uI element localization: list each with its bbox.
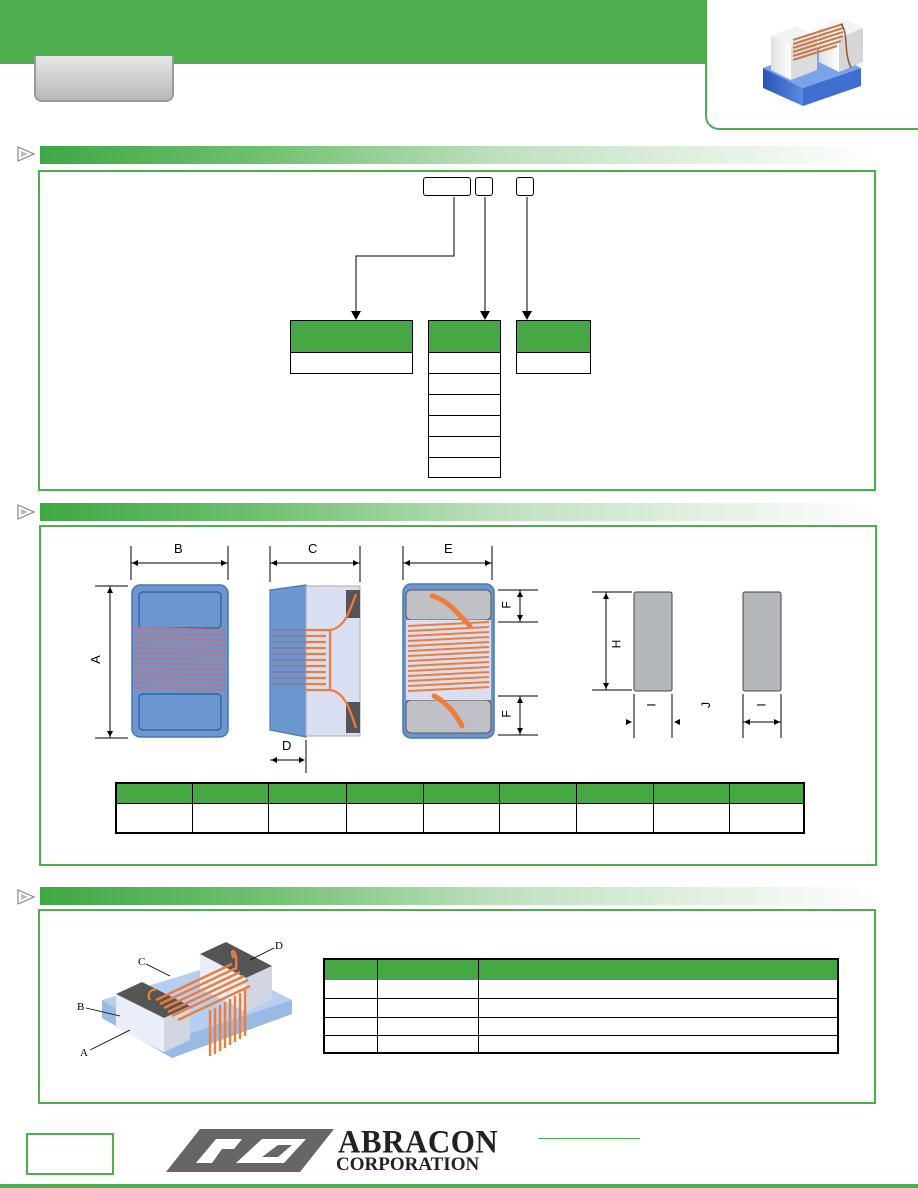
table-column-divider bbox=[192, 784, 193, 832]
part-numbering-section-bar bbox=[40, 146, 876, 164]
tolerance-table-cell bbox=[428, 373, 501, 395]
pn-packaging-code-box bbox=[516, 177, 534, 196]
dim-label-a: A bbox=[87, 655, 103, 664]
pn-tolerance-code-box bbox=[475, 177, 493, 196]
pn-series-code-box bbox=[423, 177, 471, 196]
tolerance-table-cell bbox=[428, 415, 501, 437]
table-column-divider bbox=[576, 784, 577, 832]
tolerance-table-cell bbox=[428, 394, 501, 416]
part-number-connector-arrows bbox=[351, 197, 532, 320]
triangle-arrow-icon bbox=[17, 504, 36, 520]
tolerance-table-cell bbox=[428, 457, 501, 478]
abracon-logo-mark bbox=[166, 1129, 334, 1172]
tolerance-table-cell bbox=[428, 436, 501, 458]
front-view-drawing bbox=[95, 546, 229, 739]
materials-table-header bbox=[325, 960, 837, 980]
dim-label-h: H bbox=[609, 639, 624, 649]
dimension-drawings bbox=[95, 546, 782, 773]
dimensions-table bbox=[115, 782, 805, 834]
dim-label-i-left: I bbox=[644, 703, 659, 707]
dim-label-j: J bbox=[699, 702, 713, 708]
construction-panel bbox=[38, 909, 876, 1104]
construction-section-bar bbox=[40, 887, 876, 905]
website-link[interactable] bbox=[538, 1138, 640, 1139]
table-column-divider bbox=[268, 784, 269, 832]
dimensions-section-bar bbox=[40, 503, 876, 521]
top-banner bbox=[0, 0, 706, 64]
side-view-drawing bbox=[269, 546, 361, 773]
footer-rule bbox=[0, 1184, 918, 1188]
materials-table bbox=[323, 958, 839, 1054]
dim-label-f-bottom: F bbox=[499, 710, 514, 718]
tolerance-table-header bbox=[428, 320, 501, 353]
land-pattern-drawing bbox=[592, 591, 782, 738]
table-row-divider bbox=[325, 998, 837, 999]
dim-label-d: D bbox=[282, 738, 292, 753]
construction-exploded-drawing bbox=[85, 942, 292, 1058]
page-number-box bbox=[26, 1133, 114, 1175]
dim-label-e: E bbox=[444, 541, 453, 556]
dim-label-i-right: I bbox=[754, 703, 769, 707]
series-table-header bbox=[290, 320, 413, 353]
table-column-divider bbox=[346, 784, 347, 832]
product-photo-frame bbox=[705, 0, 918, 130]
table-column-divider bbox=[499, 784, 500, 832]
construction-label-c: C bbox=[138, 956, 146, 968]
wire-wound-chip-inductor-photo bbox=[763, 18, 863, 106]
dimensions-table-header bbox=[117, 784, 803, 804]
table-column-divider bbox=[729, 784, 730, 832]
packaging-table-cell bbox=[516, 352, 591, 374]
logo-subtitle: CORPORATION bbox=[336, 1154, 480, 1175]
packaging-table-header bbox=[516, 320, 591, 353]
table-column-divider bbox=[423, 784, 424, 832]
triangle-arrow-icon bbox=[17, 889, 36, 905]
table-column-divider bbox=[478, 960, 479, 1052]
construction-label-b: B bbox=[77, 1001, 85, 1013]
table-column-divider bbox=[377, 960, 378, 1052]
construction-label-d: D bbox=[275, 940, 283, 952]
series-tab bbox=[34, 56, 174, 102]
tolerance-table-cell bbox=[428, 352, 501, 374]
dim-label-c: C bbox=[308, 541, 318, 556]
construction-label-a: A bbox=[80, 1047, 88, 1059]
table-row-divider bbox=[325, 1017, 837, 1018]
logo-wordmark: ABRACON bbox=[338, 1123, 499, 1160]
triangle-arrow-icon bbox=[17, 146, 36, 162]
table-row-divider bbox=[325, 1035, 837, 1036]
series-table-cell bbox=[290, 352, 413, 374]
table-column-divider bbox=[653, 784, 654, 832]
dim-label-b: B bbox=[174, 541, 183, 556]
dim-label-f-top: F bbox=[499, 601, 514, 609]
bottom-view-drawing bbox=[402, 546, 538, 739]
